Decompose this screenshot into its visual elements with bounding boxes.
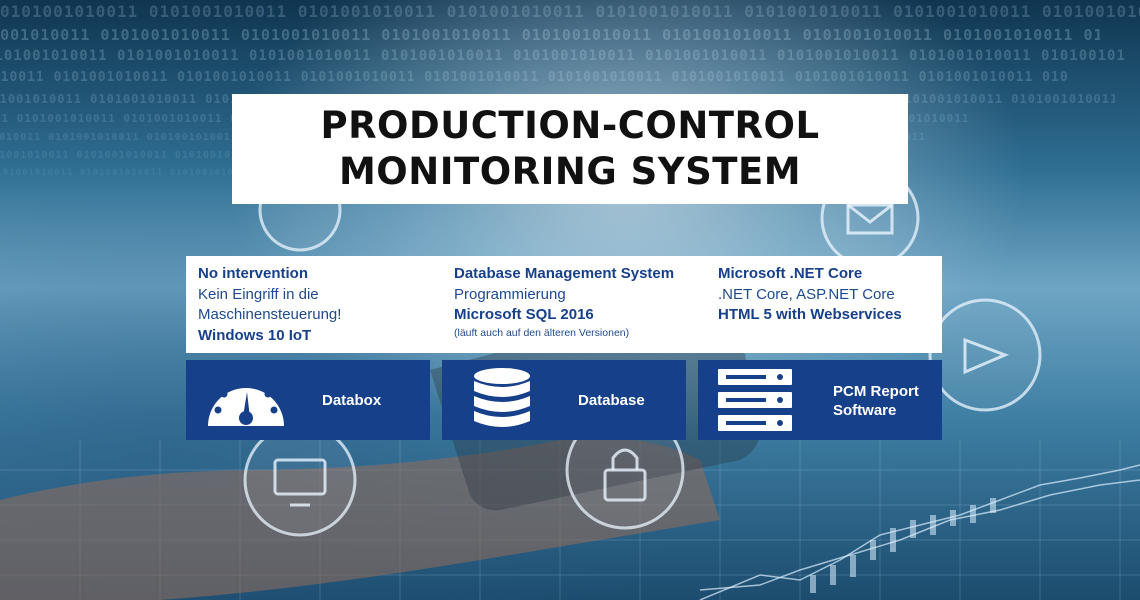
column-text: Kein Eingriff in die — [198, 285, 319, 303]
column-heading: Microsoft .NET Core — [718, 265, 863, 282]
title-line-2: MONITORING SYSTEM — [338, 150, 802, 193]
binary-row: 0101001010011 0101001010011 010100101001… — [0, 48, 1125, 64]
info-column-report: Microsoft .NET Core .NET Core, ASP.NET C… — [718, 264, 902, 326]
column-heading: Database Management System — [454, 265, 675, 282]
column-heading: No intervention — [198, 265, 309, 282]
column-text: Maschinensteuerung! — [198, 306, 342, 323]
pcm-report-card: PCM Report Software — [698, 360, 942, 440]
title-box: PRODUCTION-CONTROL MONITORING SYSTEM — [232, 94, 908, 204]
binary-row: 0101001010011 0101001010011 010100101001… — [0, 70, 1070, 85]
card-label-line-2: Software — [833, 402, 897, 419]
card-label-line-1: PCM Report — [833, 383, 919, 400]
column-text: .NET Core, ASP.NET Core — [718, 285, 895, 303]
databox-card: Databox — [186, 360, 430, 440]
database-icon — [474, 368, 530, 427]
binary-row: 0101001010011 0101001010011 010100101001… — [0, 2, 1140, 21]
info-column-databox: No intervention Kein Eingriff in die Mas… — [198, 264, 341, 346]
card-label: Databox — [322, 392, 382, 409]
binary-row: 0101001010011 0101001010011 010100101001… — [0, 26, 1100, 44]
column-text: Programmierung — [454, 285, 566, 303]
info-column-database: Database Management System Programmierun… — [454, 264, 674, 340]
gauge-icon — [208, 380, 284, 426]
column-note: (läuft auch auf den älteren Versionen) — [454, 326, 630, 339]
database-card: Database — [442, 360, 686, 440]
card-label: Database — [578, 392, 645, 409]
title-line-1: PRODUCTION-CONTROL — [320, 104, 820, 147]
card-label: PCM Report Software — [833, 382, 919, 420]
column-footer: HTML 5 with Webservices — [718, 306, 902, 323]
server-icon — [718, 369, 792, 431]
column-footer: Microsoft SQL 2016 — [454, 306, 594, 323]
column-footer: Windows 10 IoT — [198, 326, 312, 344]
info-box: No intervention Kein Eingriff in die Mas… — [186, 256, 942, 353]
